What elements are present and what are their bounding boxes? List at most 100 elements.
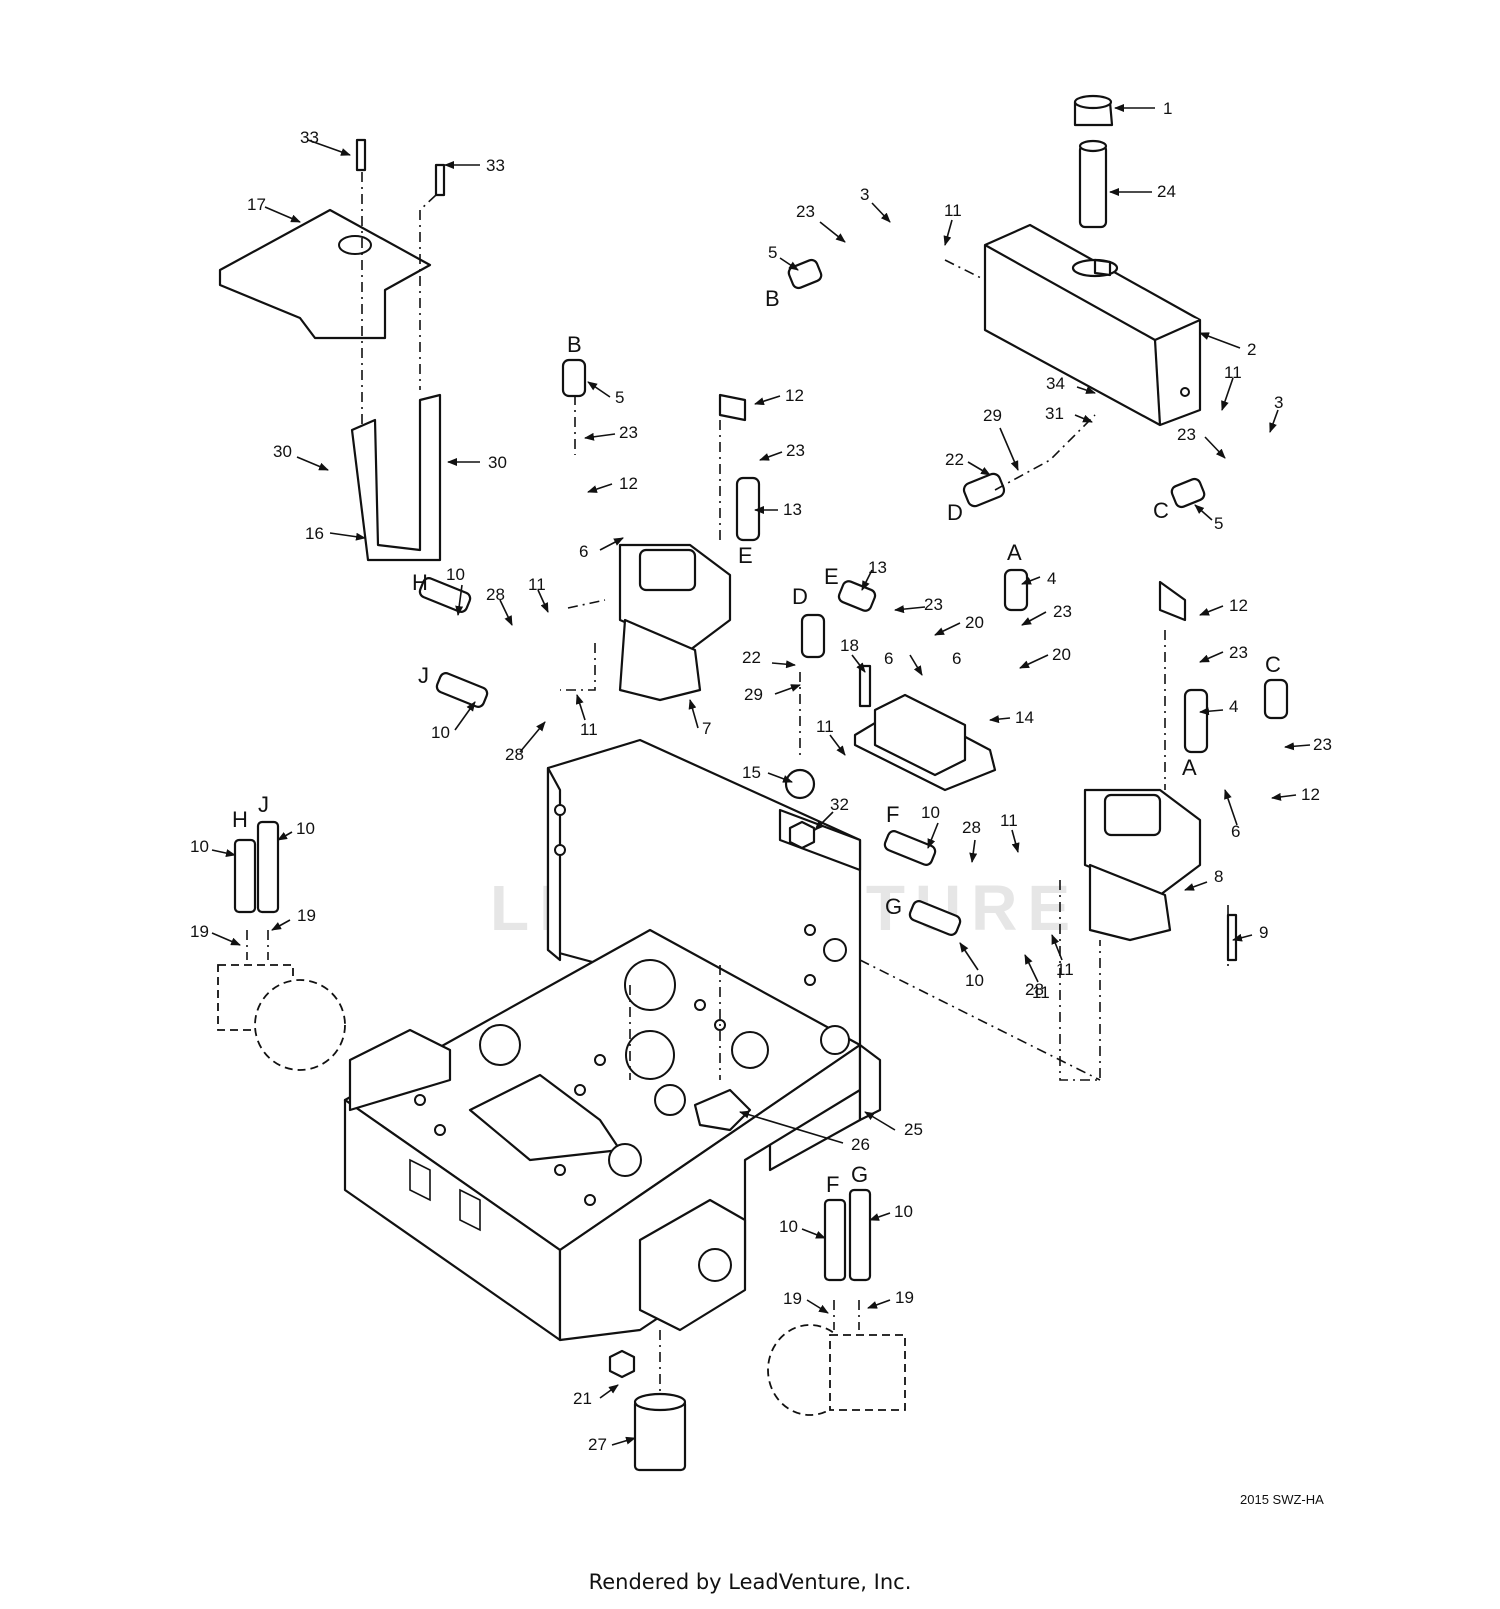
- callout-11: 11: [944, 201, 962, 220]
- callout-6: 6: [579, 542, 588, 561]
- callout-23: 23: [1177, 425, 1196, 444]
- callout-23: 23: [619, 423, 638, 442]
- connection-letter-e: E: [738, 543, 753, 568]
- connection-letter-j: J: [258, 792, 269, 817]
- connection-letters: B B C C D D E E A A H H J J F F G G: [232, 286, 1281, 1197]
- callout-10: 10: [965, 971, 984, 990]
- callout-23: 23: [796, 202, 815, 221]
- u-bracket: [350, 393, 442, 562]
- connection-letter-g: G: [885, 894, 902, 919]
- callout-5: 5: [768, 243, 777, 262]
- callout-10: 10: [190, 837, 209, 856]
- callout-7: 7: [702, 719, 711, 738]
- callout-10: 10: [296, 819, 315, 838]
- callout-28: 28: [962, 818, 981, 837]
- callout-18: 18: [840, 636, 859, 655]
- callout-20: 20: [1052, 645, 1071, 664]
- callout-6: 6: [952, 649, 961, 668]
- callout-4: 4: [1047, 569, 1056, 588]
- callout-29: 29: [744, 685, 763, 704]
- callout-11: 11: [1032, 983, 1050, 1002]
- assembly-centerlines: [246, 172, 1229, 1395]
- footer-credit: Rendered by LeadVenture, Inc.: [588, 1570, 912, 1594]
- callout-23: 23: [1313, 735, 1332, 754]
- callout-11: 11: [528, 575, 546, 594]
- callout-12: 12: [1229, 596, 1248, 615]
- callout-21: 21: [573, 1389, 592, 1408]
- connection-letter-f: F: [826, 1172, 839, 1197]
- callout-26: 26: [851, 1135, 870, 1154]
- callout-28: 28: [505, 745, 524, 764]
- callout-10: 10: [921, 803, 940, 822]
- connection-letter-d: D: [947, 500, 963, 525]
- callout-10: 10: [779, 1217, 798, 1236]
- callout-34: 34: [1046, 374, 1065, 393]
- callout-16: 16: [305, 524, 324, 543]
- fuel-cap: [1073, 94, 1114, 127]
- callout-2: 2: [1247, 340, 1256, 359]
- callout-3: 3: [1274, 393, 1283, 412]
- fuel-valve-left: [618, 543, 732, 702]
- connection-letter-a: A: [1007, 540, 1022, 565]
- wheel-motor-right: [767, 1324, 906, 1416]
- callout-31: 31: [1045, 404, 1064, 423]
- callout-23: 23: [786, 441, 805, 460]
- callout-29: 29: [983, 406, 1002, 425]
- callout-5: 5: [1214, 514, 1223, 533]
- connection-letter-d: D: [792, 584, 808, 609]
- callout-3: 3: [860, 185, 869, 204]
- callout-11: 11: [1056, 960, 1074, 979]
- oil-filter: [633, 1392, 687, 1472]
- callout-12: 12: [1301, 785, 1320, 804]
- callout-27: 27: [588, 1435, 607, 1454]
- callout-19: 19: [190, 922, 209, 941]
- connection-letter-c: C: [1153, 498, 1169, 523]
- callout-11: 11: [816, 717, 834, 736]
- callout-4: 4: [1229, 697, 1238, 716]
- callout-28: 28: [1025, 980, 1044, 999]
- callout-19: 19: [895, 1288, 914, 1307]
- callout-30: 30: [488, 453, 507, 472]
- callout-32: 32: [830, 795, 849, 814]
- callout-10: 10: [894, 1202, 913, 1221]
- fuel-valve-right: [1083, 788, 1202, 942]
- callout-6: 6: [1231, 822, 1240, 841]
- callout-10: 10: [431, 723, 450, 742]
- callout-13: 13: [783, 500, 802, 519]
- callout-13: 13: [868, 558, 887, 577]
- callout-9: 9: [1259, 923, 1268, 942]
- callout-23: 23: [1053, 602, 1072, 621]
- connection-letter-a: A: [1182, 755, 1197, 780]
- callout-5: 5: [615, 388, 624, 407]
- callout-22: 22: [945, 450, 964, 469]
- callout-15: 15: [742, 763, 761, 782]
- leader-arrows: [211, 104, 1311, 1446]
- callout-1: 1: [1163, 99, 1172, 118]
- callout-28: 28: [486, 585, 505, 604]
- manifold-block: [853, 693, 997, 792]
- callout-11: 11: [1224, 363, 1242, 382]
- connection-letter-c: C: [1265, 652, 1281, 677]
- callout-24: 24: [1157, 182, 1176, 201]
- connection-letter-b: B: [765, 286, 780, 311]
- callout-23: 23: [924, 595, 943, 614]
- callout-19: 19: [297, 906, 316, 925]
- callout-11: 11: [1000, 811, 1018, 830]
- callout-22: 22: [742, 648, 761, 667]
- callout-33: 33: [300, 128, 319, 147]
- callout-10: 10: [446, 565, 465, 584]
- callout-labels: 1 2 3 3 4 4 5 5 5 6 6 6 6 7 8 9 10 10 10…: [190, 99, 1332, 1454]
- connection-letter-b: B: [567, 332, 582, 357]
- connection-letter-g: G: [851, 1162, 868, 1187]
- fittings-and-hoses: [233, 138, 1289, 1379]
- connection-letter-e: E: [824, 564, 839, 589]
- fuel-tank: [983, 223, 1202, 427]
- fuel-filler-neck: [1078, 139, 1108, 229]
- chassis-frame: [343, 738, 882, 1342]
- mount-plate: [218, 208, 432, 340]
- callout-20: 20: [965, 613, 984, 632]
- callout-17: 17: [247, 195, 266, 214]
- callout-33: 33: [486, 156, 505, 175]
- callout-30: 30: [273, 442, 292, 461]
